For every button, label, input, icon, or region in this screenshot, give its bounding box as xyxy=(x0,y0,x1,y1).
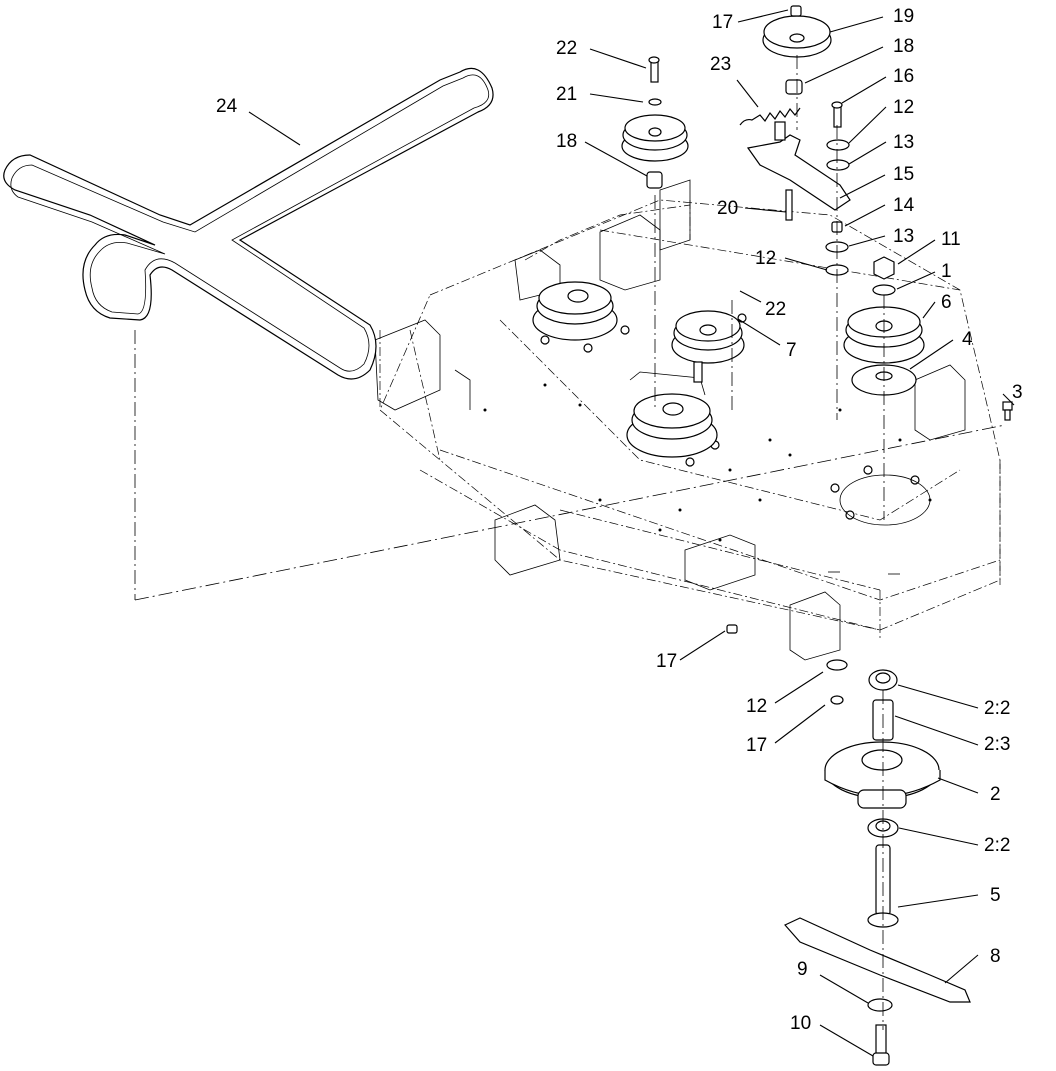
callout-2-2-top: 2:2 xyxy=(984,698,1010,719)
callout-6: 6 xyxy=(941,292,952,313)
idler-pulley-18-top xyxy=(621,56,689,189)
callout-14: 14 xyxy=(893,195,915,216)
callout-4: 4 xyxy=(962,329,973,350)
callout-13-mid: 13 xyxy=(893,226,914,247)
callout-1: 1 xyxy=(941,261,952,282)
callout-17-bottom: 17 xyxy=(746,735,767,756)
callout-7: 7 xyxy=(786,340,797,361)
callout-18-left: 18 xyxy=(556,131,577,152)
callout-16: 16 xyxy=(893,66,914,87)
deck-holes xyxy=(483,383,932,542)
mower-deck xyxy=(374,179,1001,661)
callout-5: 5 xyxy=(990,885,1001,906)
callout-10: 10 xyxy=(790,1013,811,1034)
callout-12-mid: 12 xyxy=(755,248,776,269)
center-spindle-pulley xyxy=(626,371,718,458)
callout-19: 19 xyxy=(893,6,914,27)
leader-lines xyxy=(248,9,1015,1057)
callout-21: 21 xyxy=(556,84,577,105)
callout-20: 20 xyxy=(717,198,738,219)
callout-9: 9 xyxy=(797,959,808,980)
callout-2: 2 xyxy=(990,784,1001,805)
callout-12-top: 12 xyxy=(893,97,914,118)
belt xyxy=(3,67,494,380)
callout-17-top: 17 xyxy=(712,12,733,33)
callout-8: 8 xyxy=(990,946,1001,967)
callout-15: 15 xyxy=(893,164,914,185)
idler-pulley-7 xyxy=(671,310,745,383)
blade-8 xyxy=(784,917,971,1066)
callout-22-top: 22 xyxy=(556,38,577,59)
callout-2-2-bottom: 2:2 xyxy=(984,835,1010,856)
callout-11: 11 xyxy=(941,229,961,250)
centerlines xyxy=(134,55,1006,1030)
right-spindle-pulley-6 xyxy=(843,256,1013,421)
left-spindle-pulley xyxy=(532,281,618,341)
callout-24: 24 xyxy=(216,96,238,117)
callout-labels: 24 22 21 18 17 19 18 23 16 12 13 15 20 1… xyxy=(216,6,1023,1034)
callout-12-bottom: 12 xyxy=(746,696,767,717)
idler-arm-assembly xyxy=(739,5,851,276)
spindle-housing-2 xyxy=(726,624,941,928)
callout-23: 23 xyxy=(710,54,731,75)
callout-13-top: 13 xyxy=(893,132,914,153)
callout-2-3: 2:3 xyxy=(984,734,1010,755)
callout-22-mid: 22 xyxy=(765,299,786,320)
callout-17-mid: 17 xyxy=(656,651,677,672)
callout-3: 3 xyxy=(1012,382,1023,403)
callout-18-right: 18 xyxy=(893,36,914,57)
